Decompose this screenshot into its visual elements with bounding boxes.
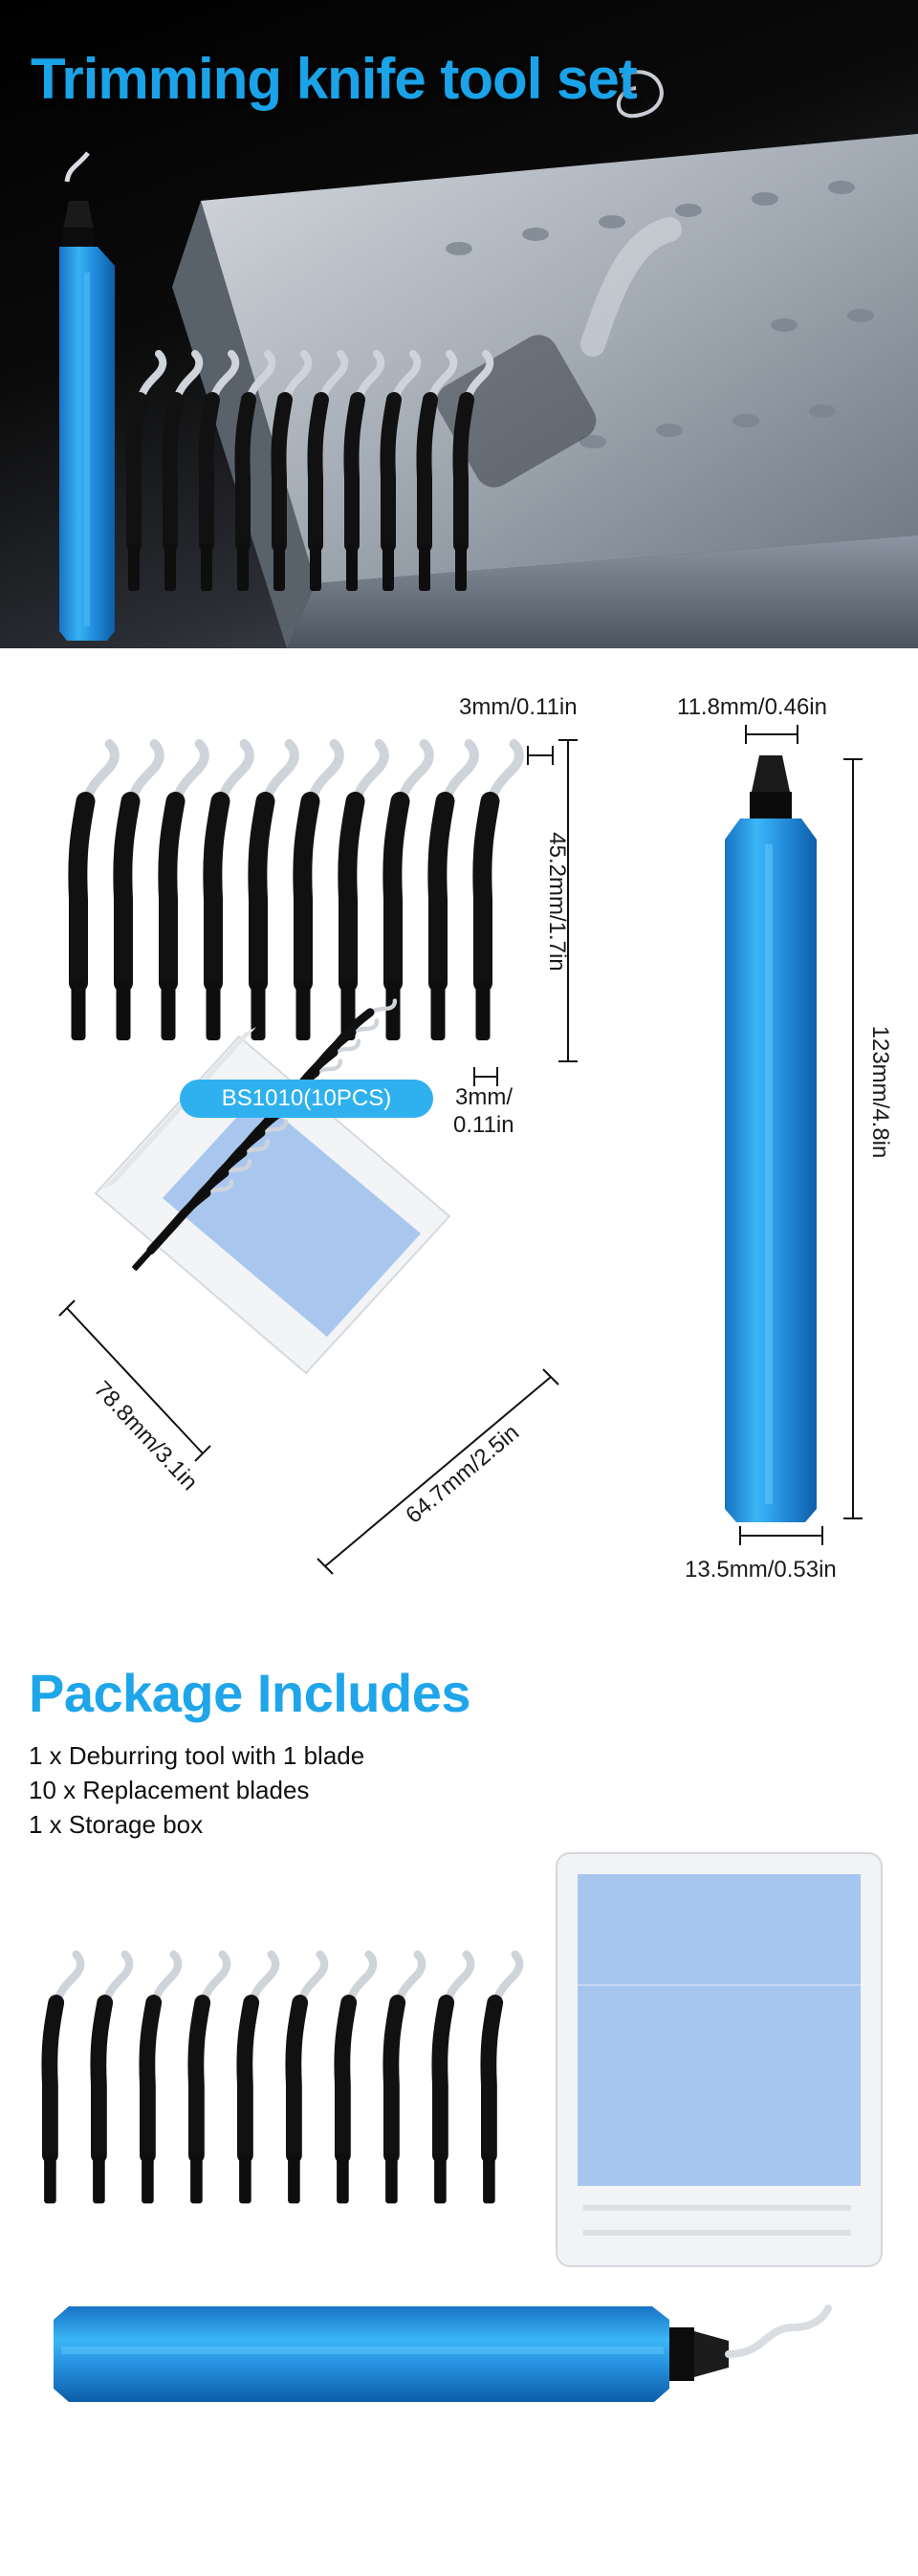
dimension-blade [68,739,120,1040]
package-item: 1 x Storage box [29,1810,204,1839]
hero-blade [198,350,240,591]
hero-blade [162,350,204,591]
storage-box-isometric [94,998,451,1375]
blade-row-dimension [68,739,524,1040]
package-blade [187,1950,231,2204]
package-list: 1 x Deburring tool with 1 blade 10 x Rep… [29,1738,364,1842]
dimension-illustrations [58,725,863,1575]
hero-blade [416,350,458,591]
hero-blade-row [125,350,494,591]
model-badge: BS1010(10PCS) [180,1080,433,1118]
handle-horizontal [54,2304,832,2402]
package-blade [90,1950,134,2204]
package-blade-row [41,1950,524,2204]
hero-blade [307,350,349,591]
handle-base-width-label: 13.5mm/0.53in [685,1557,837,1583]
dimension-blade [472,739,524,1040]
dimension-blade [293,739,344,1040]
package-blade [431,1950,475,2204]
package-blade [334,1950,378,2204]
hero-banner: Trimming knife tool set [0,0,918,648]
dimension-blade [382,739,434,1040]
handle-dimension-lines [739,725,863,1545]
hero-blade [452,350,494,591]
dimension-blade [203,739,254,1040]
hero-illustration [59,70,918,648]
dimension-blade [248,739,299,1040]
package-item: 10 x Replacement blades [29,1776,310,1804]
package-blade [41,1950,85,2204]
package-blade [236,1950,280,2204]
hero-title: Trimming knife tool set [31,47,638,111]
blade-bottom-width-label-2: 0.11in [453,1112,514,1138]
package-blade [139,1950,183,2204]
handle-tip-width-label: 11.8mm/0.46in [677,694,827,720]
box-dots [583,2205,851,2236]
dimension-blade [338,739,389,1040]
dimension-blade [113,739,164,1040]
package-blade [285,1950,329,2204]
hero-blade [125,350,167,591]
handle-vertical [725,755,817,1522]
blade-top-width-label: 3mm/0.11in [459,694,578,720]
hero-blade [343,350,385,591]
hero-blade [380,350,422,591]
package-blade [382,1950,426,2204]
blade-bottom-width-label-1: 3mm/ [455,1084,513,1110]
package-illustration [41,1852,883,2402]
blade-height-label: 45.2mm/1.7in [544,832,570,971]
hero-blade [271,350,313,591]
blade-dimension-lines [473,739,578,1086]
package-blade [480,1950,524,2204]
box-dimension-lines [58,1299,559,1575]
package-title: Package Includes [29,1663,471,1723]
handle-length-label: 123mm/4.8in [867,1025,893,1159]
storage-box-front [556,1852,883,2267]
dimension-blade [427,739,479,1040]
package-item: 1 x Deburring tool with 1 blade [29,1741,365,1770]
dimension-blade [158,739,209,1040]
hero-blade [234,350,276,591]
